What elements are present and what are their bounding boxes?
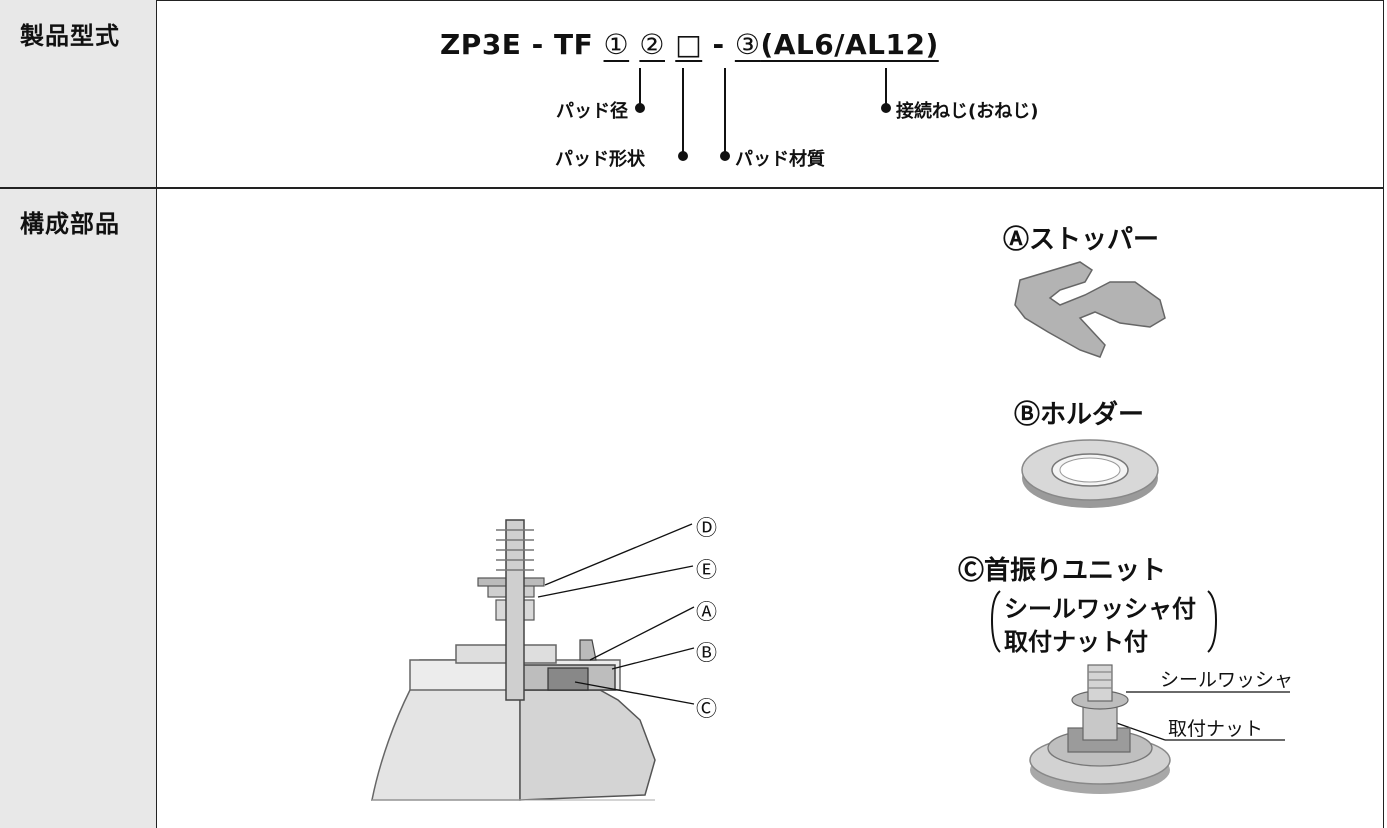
model-code: ZP3E - TF ① ② □ - ③(AL6/AL12) <box>440 28 939 61</box>
part-a-title: Ⓐストッパー <box>1003 225 1160 255</box>
swivel-unit-part <box>1029 664 1171 794</box>
mount-nut-label: 取付ナット <box>1168 718 1264 740</box>
callout-a: Ⓐ <box>696 600 717 624</box>
row-label-model-cell: 製品型式 <box>0 0 157 188</box>
code-pad-diameter: ① <box>603 28 630 61</box>
model-dash: - <box>712 28 725 61</box>
part-c-sub2: 取付ナット付 <box>1004 628 1148 656</box>
callout-b: Ⓑ <box>696 641 717 665</box>
row-label-parts: 構成部品 <box>20 210 120 238</box>
ann-pad-shape: パッド形状 <box>555 149 645 170</box>
row-label-model: 製品型式 <box>20 22 120 50</box>
row-label-parts-cell: 構成部品 <box>0 188 157 828</box>
callout-c: Ⓒ <box>696 697 717 721</box>
ann-connection: 接続ねじ(おねじ) <box>896 101 1039 122</box>
code-pad-shape: ② <box>639 28 665 61</box>
part-b-title: Ⓑホルダー <box>1014 400 1145 430</box>
code-pad-material: □ <box>675 28 703 61</box>
seal-washer-label: シールワッシャ <box>1160 669 1294 691</box>
callout-d: Ⓓ <box>696 516 717 540</box>
callout-e: Ⓔ <box>696 558 717 582</box>
row-divider <box>0 187 1384 189</box>
code-connection: ③(AL6/AL12) <box>735 28 939 61</box>
ann-pad-material: パッド材質 <box>735 149 825 170</box>
stopper-part <box>1014 261 1166 358</box>
holder-part <box>1021 439 1159 508</box>
code-connection-suffix: (AL6/AL12) <box>760 28 939 61</box>
code-connection-number: ③ <box>734 28 761 61</box>
model-prefix: ZP3E - TF <box>440 28 594 61</box>
ann-pad-diameter: パッド径 <box>556 101 628 122</box>
part-c-title: Ⓒ首振りユニット <box>958 556 1167 586</box>
part-c-sub1: シールワッシャ付 <box>1004 595 1196 623</box>
cross-section-drawing <box>371 519 656 801</box>
